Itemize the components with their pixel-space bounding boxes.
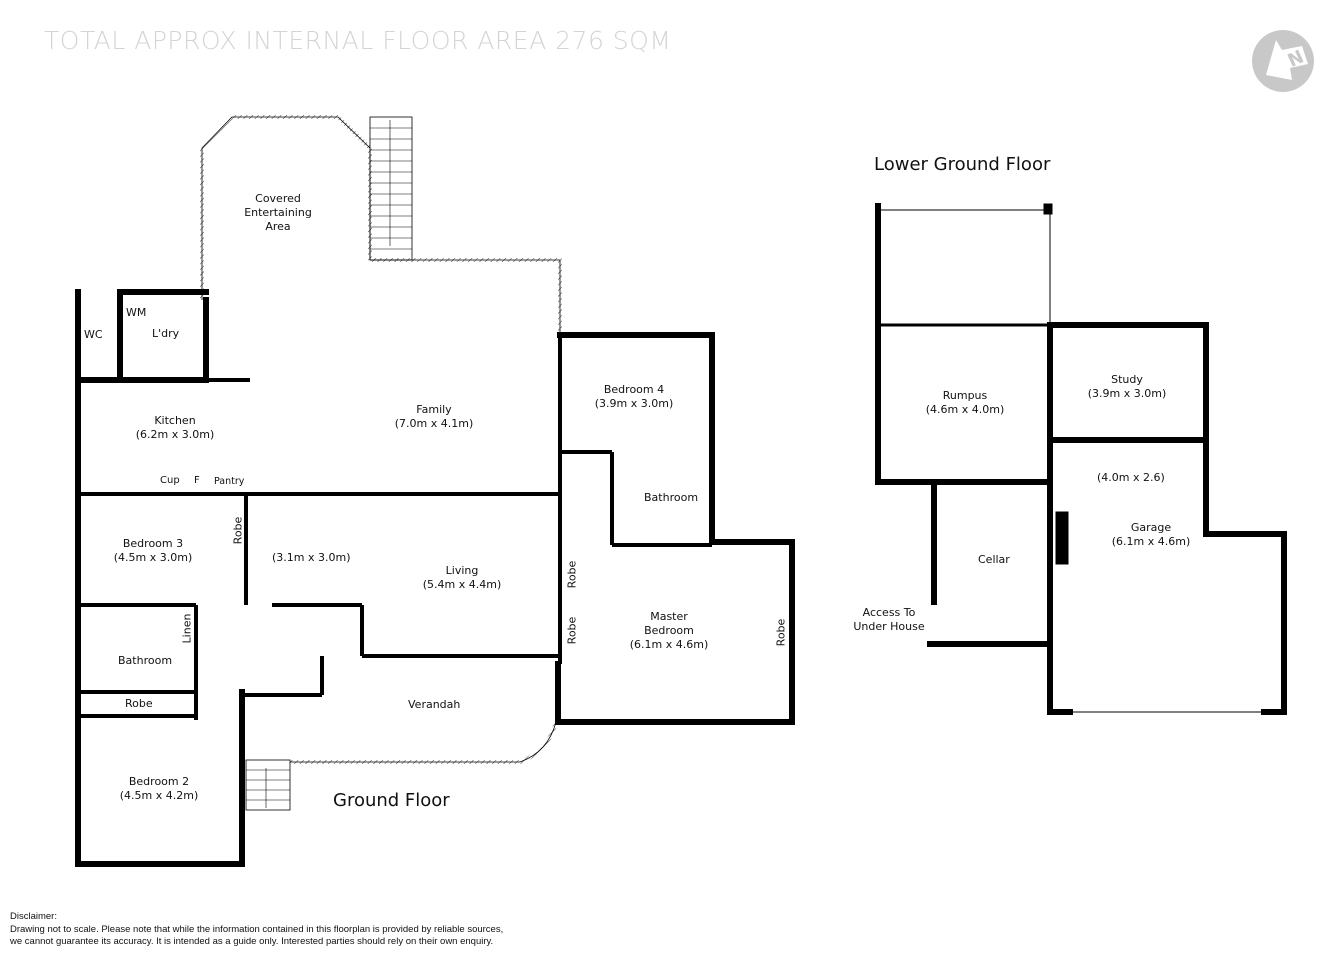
room-family: Family (7.0m x 4.1m) bbox=[395, 403, 474, 431]
room-bedroom-4: Bedroom 4 (3.9m x 3.0m) bbox=[595, 383, 674, 411]
room-washing-machine: WM bbox=[126, 306, 147, 319]
room-bedroom3-robe: Robe bbox=[231, 516, 245, 545]
room-dining: (3.1m x 3.0m) bbox=[272, 551, 351, 564]
room-size: (4.5m x 4.2m) bbox=[119, 789, 199, 802]
room-storage: (4.0m x 2.6) bbox=[1097, 471, 1165, 484]
room-name: Master bbox=[650, 610, 688, 623]
room-ensuite-bathroom: Bathroom bbox=[644, 491, 699, 504]
room-size: (4.5m x 3.0m) bbox=[113, 551, 193, 564]
room-name: Family bbox=[416, 403, 452, 416]
ground-floor-label: Ground Floor bbox=[333, 790, 450, 811]
room-size: (3.9m x 3.0m) bbox=[1087, 387, 1167, 400]
room-cupboard: Cup bbox=[160, 475, 180, 486]
room-name: Bedroom bbox=[644, 624, 694, 637]
room-size: (6.2m x 3.0m) bbox=[135, 428, 215, 441]
room-study: Study (3.9m x 3.0m) bbox=[1088, 373, 1167, 401]
room-name: Bedroom 4 bbox=[603, 383, 665, 396]
room-bedroom-2: Bedroom 2 (4.5m x 4.2m) bbox=[120, 775, 199, 803]
room-name: Kitchen bbox=[154, 414, 196, 427]
room-size: (5.4m x 4.4m) bbox=[422, 578, 502, 591]
access-label: Under House bbox=[853, 620, 925, 633]
disclaimer-text: we cannot guarantee its accuracy. It is … bbox=[10, 936, 494, 947]
disclaimer-text: Drawing not to scale. Please note that w… bbox=[10, 923, 504, 935]
room-bedroom-3: Bedroom 3 (4.5m x 3.0m) bbox=[114, 537, 193, 565]
room-cellar: Cellar bbox=[978, 553, 1010, 566]
north-arrow-icon: N bbox=[1252, 30, 1314, 92]
room-linen: Linen bbox=[180, 613, 194, 644]
room-size: (3.9m x 3.0m) bbox=[594, 397, 674, 410]
room-master-bedroom: Master Bedroom (6.1m x 4.6m) bbox=[630, 610, 709, 652]
room-name: Entertaining bbox=[244, 206, 312, 219]
room-master-robe-2: Robe bbox=[565, 616, 579, 645]
room-wc: WC bbox=[84, 328, 103, 341]
room-pantry: Pantry bbox=[214, 476, 245, 487]
disclaimer-heading: Disclaimer: bbox=[10, 911, 57, 922]
room-name: Bedroom 2 bbox=[128, 775, 190, 788]
lower-ground-floor-label: Lower Ground Floor bbox=[874, 154, 1051, 175]
room-size: (4.6m x 4.0m) bbox=[925, 403, 1005, 416]
room-living: Living (5.4m x 4.4m) bbox=[423, 564, 502, 592]
room-master-robe-3: Robe bbox=[774, 618, 788, 647]
room-kitchen: Kitchen (6.2m x 3.0m) bbox=[136, 414, 215, 442]
room-bathroom: Bathroom bbox=[118, 654, 173, 667]
room-verandah: Verandah bbox=[408, 698, 461, 711]
room-name: Rumpus bbox=[942, 389, 988, 402]
room-master-robe-1: Robe bbox=[565, 560, 579, 589]
room-garage: Garage (6.1m x 4.6m) bbox=[1112, 521, 1191, 549]
room-covered-entertaining-area: Covered Entertaining Area bbox=[244, 192, 312, 234]
room-name: Study bbox=[1111, 373, 1143, 386]
room-bedroom2-robe: Robe bbox=[125, 697, 153, 710]
room-name: Garage bbox=[1130, 521, 1172, 534]
access-under-house: Access To Under House bbox=[853, 606, 924, 634]
room-fridge: F bbox=[194, 475, 200, 486]
room-name: Living bbox=[445, 564, 479, 577]
disclaimer: Disclaimer: Drawing not to scale. Please… bbox=[10, 911, 503, 949]
room-rumpus: Rumpus (4.6m x 4.0m) bbox=[926, 389, 1005, 417]
room-laundry: L'dry bbox=[152, 327, 180, 340]
total-floor-area-title: TOTAL APPROX INTERNAL FLOOR AREA 276 SQM bbox=[44, 26, 672, 55]
room-size: (6.1m x 4.6m) bbox=[629, 638, 709, 651]
room-size: (6.1m x 4.6m) bbox=[1111, 535, 1191, 548]
room-name: Bedroom 3 bbox=[122, 537, 184, 550]
room-name: Area bbox=[265, 220, 291, 233]
room-name: Covered bbox=[255, 192, 301, 205]
access-label: Access To bbox=[862, 606, 916, 619]
room-size: (7.0m x 4.1m) bbox=[394, 417, 474, 430]
